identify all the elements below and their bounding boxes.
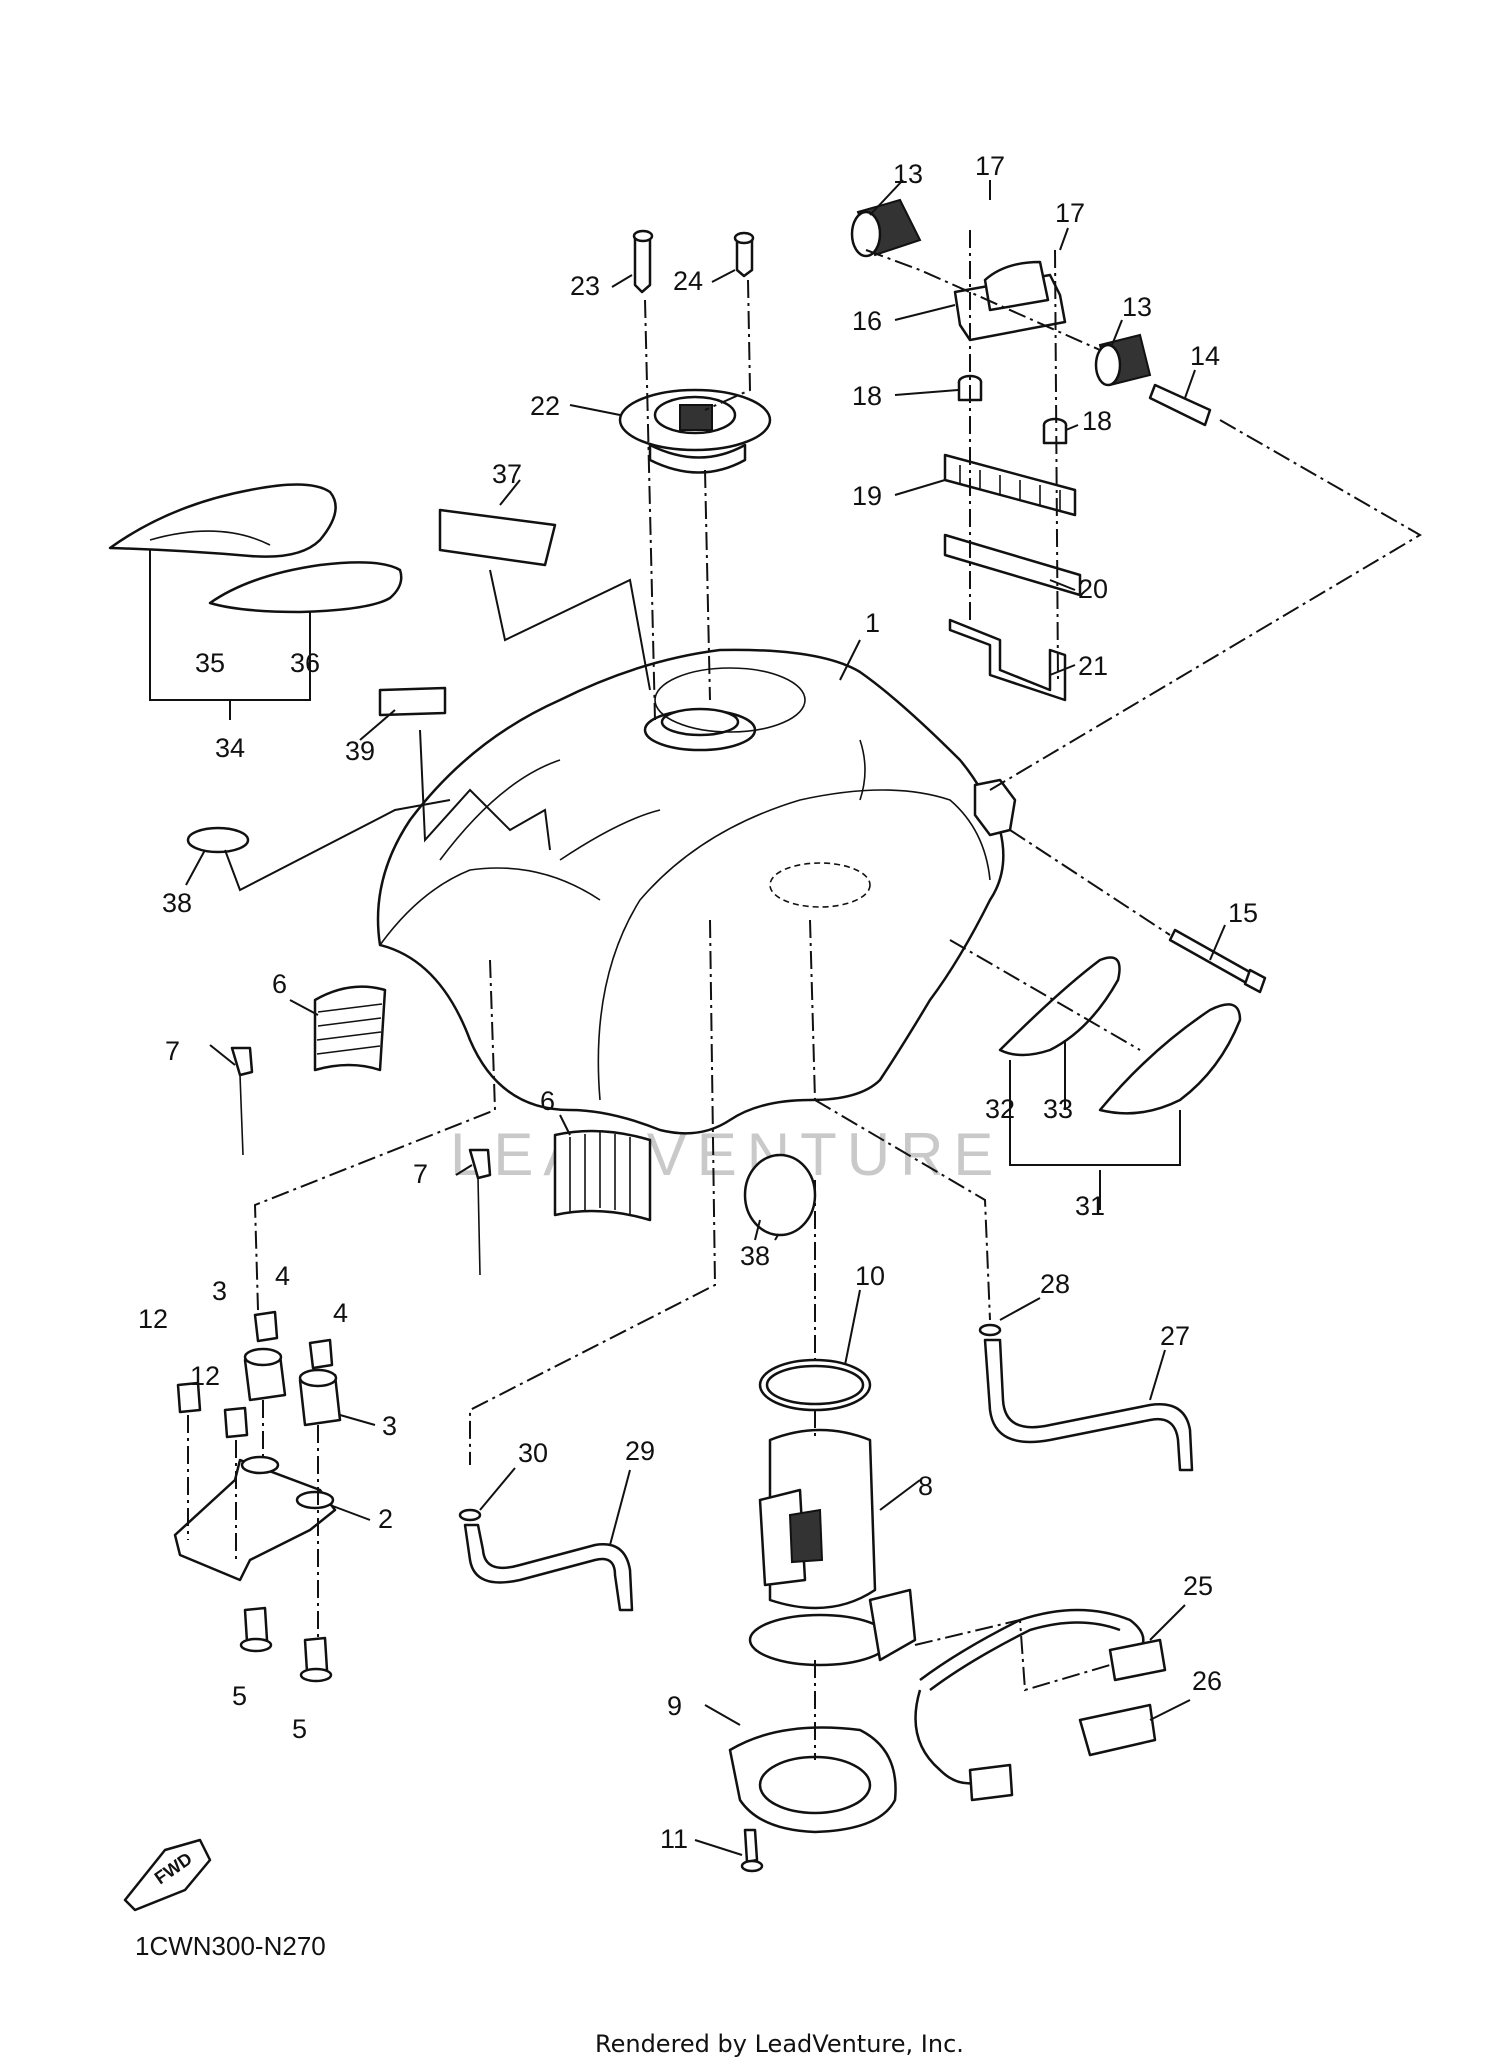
callout-32: 32 (985, 1094, 1015, 1124)
callout-18: 18 (852, 381, 882, 411)
knee-pad-set (108, 483, 403, 720)
callout-17b: 17 (1055, 198, 1085, 228)
hoses (458, 1099, 1194, 1802)
leader-lines (185, 179, 1226, 1856)
callout-4: 4 (275, 1261, 290, 1291)
callout-6b: 6 (540, 1086, 555, 1116)
callout-30: 30 (518, 1438, 548, 1468)
callout-17: 17 (975, 151, 1005, 181)
callout-5b: 5 (292, 1714, 307, 1744)
callout-1: 1 (865, 608, 880, 638)
tank-bracket-assembly (850, 198, 1422, 791)
callout-7: 7 (165, 1036, 180, 1066)
callout-39: 39 (345, 736, 375, 766)
callout-23: 23 (570, 271, 600, 301)
callout-33: 33 (1043, 1094, 1073, 1124)
callout-16: 16 (852, 306, 882, 336)
callout-6: 6 (272, 969, 287, 999)
decal-38 (186, 799, 817, 1241)
fuel-tank (376, 648, 1017, 1135)
callout-36: 36 (290, 648, 320, 678)
callout-15: 15 (1228, 898, 1258, 928)
callout-12: 12 (138, 1304, 168, 1334)
fuel-cap (618, 229, 772, 721)
watermark-text: LEADVENTURE (450, 1121, 1003, 1188)
callout-28: 28 (1040, 1269, 1070, 1299)
callout-18b: 18 (1082, 406, 1112, 436)
fwd-arrow: FWD (123, 1838, 212, 1912)
callout-3b: 3 (382, 1411, 397, 1441)
callout-24: 24 (673, 266, 703, 296)
render-credit: Rendered by LeadVenture, Inc. (595, 2030, 964, 2058)
callout-34: 34 (215, 733, 245, 763)
callout-5: 5 (232, 1681, 247, 1711)
side-covers (949, 939, 1242, 1166)
callout-14: 14 (1190, 341, 1220, 371)
callout-4b: 4 (333, 1298, 348, 1328)
labels-37-39 (378, 508, 651, 851)
callout-27: 27 (1160, 1321, 1190, 1351)
callout-8: 8 (918, 1471, 933, 1501)
callout-2: 2 (378, 1504, 393, 1534)
rubber-pads-and-ties (230, 985, 652, 1276)
callout-26: 26 (1192, 1666, 1222, 1696)
callout-13b: 13 (1122, 292, 1152, 322)
callout-numbers: 1 2 3 3 4 4 5 5 6 6 7 7 8 9 10 11 12 12 … (138, 151, 1258, 1854)
callout-22: 22 (530, 391, 560, 421)
callout-12b: 12 (190, 1361, 220, 1391)
callout-35: 35 (195, 648, 225, 678)
callout-19: 19 (852, 481, 882, 511)
callout-25: 25 (1183, 1571, 1213, 1601)
diagram-code: 1CWN300-N270 (135, 1931, 326, 1961)
callout-21: 21 (1078, 651, 1108, 681)
bolt-15 (1009, 829, 1267, 994)
fuel-pump-assembly (469, 919, 917, 1873)
callout-11: 11 (660, 1824, 688, 1854)
callout-3: 3 (212, 1276, 227, 1306)
mount-bracket (173, 959, 497, 1683)
callout-7b: 7 (413, 1159, 428, 1189)
callout-29: 29 (625, 1436, 655, 1466)
callout-20: 20 (1078, 574, 1108, 604)
callout-9: 9 (667, 1691, 682, 1721)
callout-38b: 38 (740, 1241, 770, 1271)
callout-10: 10 (855, 1261, 885, 1291)
callout-38: 38 (162, 888, 192, 918)
